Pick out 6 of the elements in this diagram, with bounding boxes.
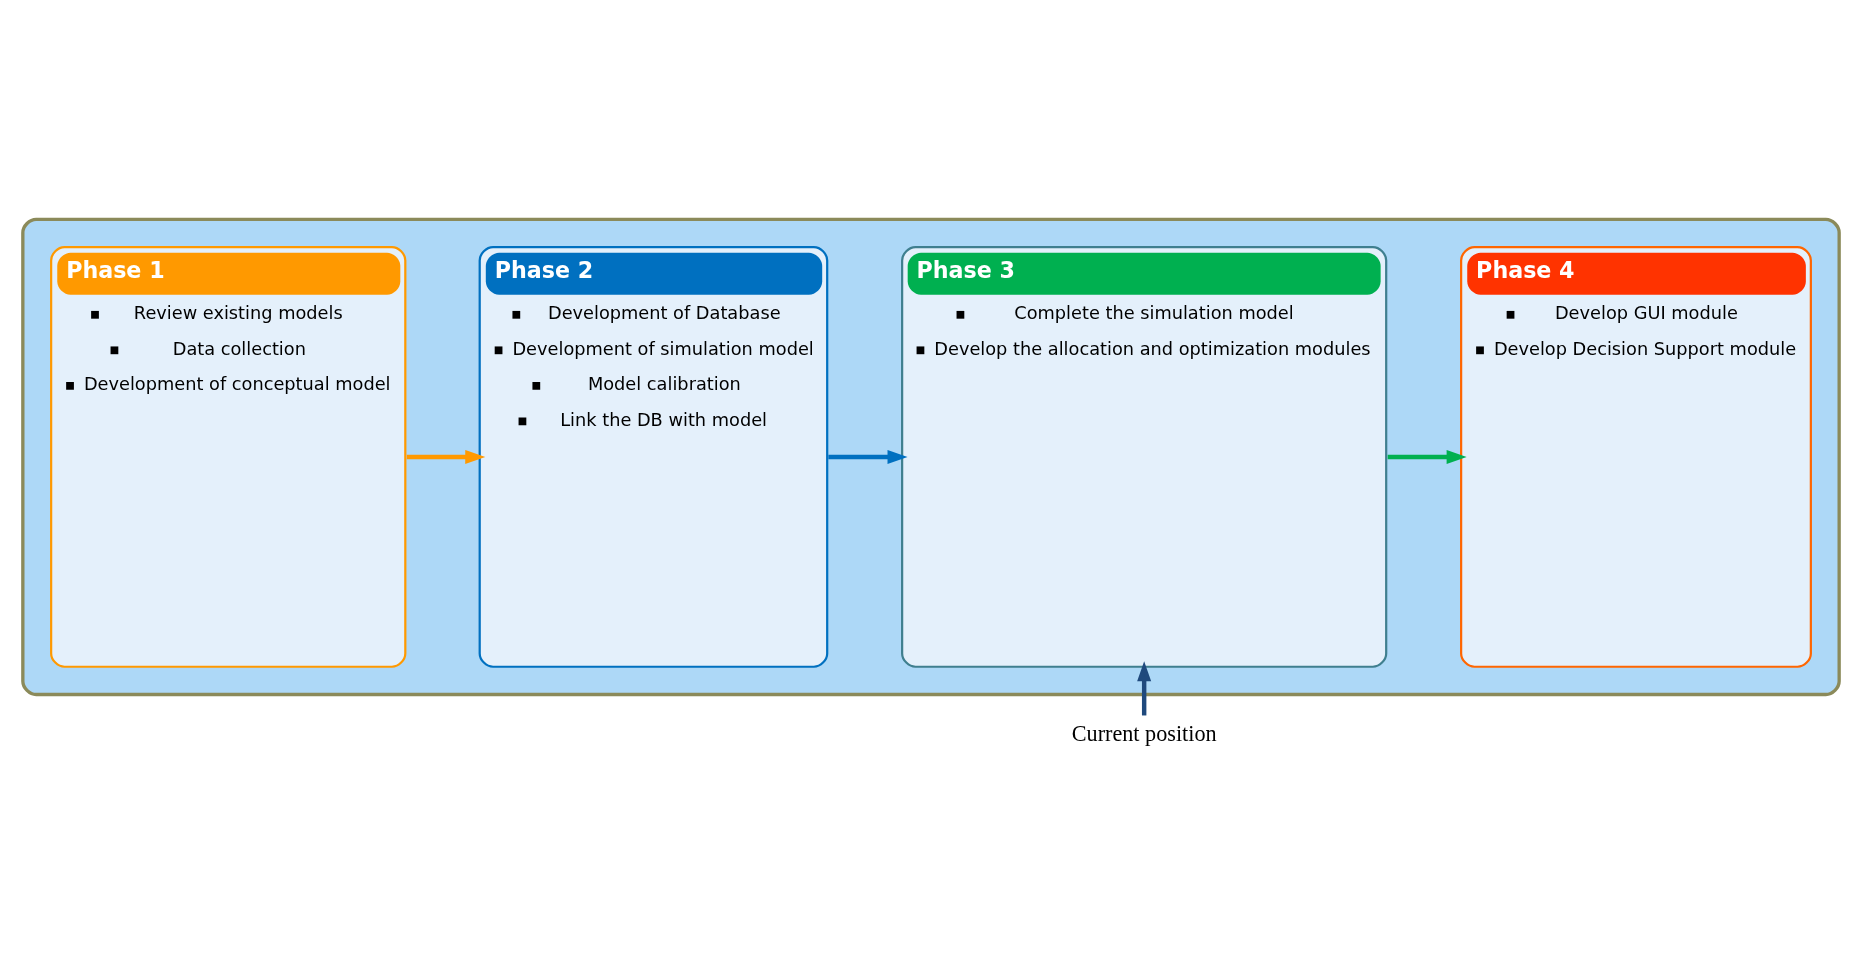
arrow (406, 449, 486, 464)
node-text: Current position (1071, 720, 1217, 746)
arrow (1137, 660, 1152, 715)
arrow (828, 449, 908, 464)
arrow (1387, 449, 1467, 464)
cluster (21, 217, 1841, 696)
